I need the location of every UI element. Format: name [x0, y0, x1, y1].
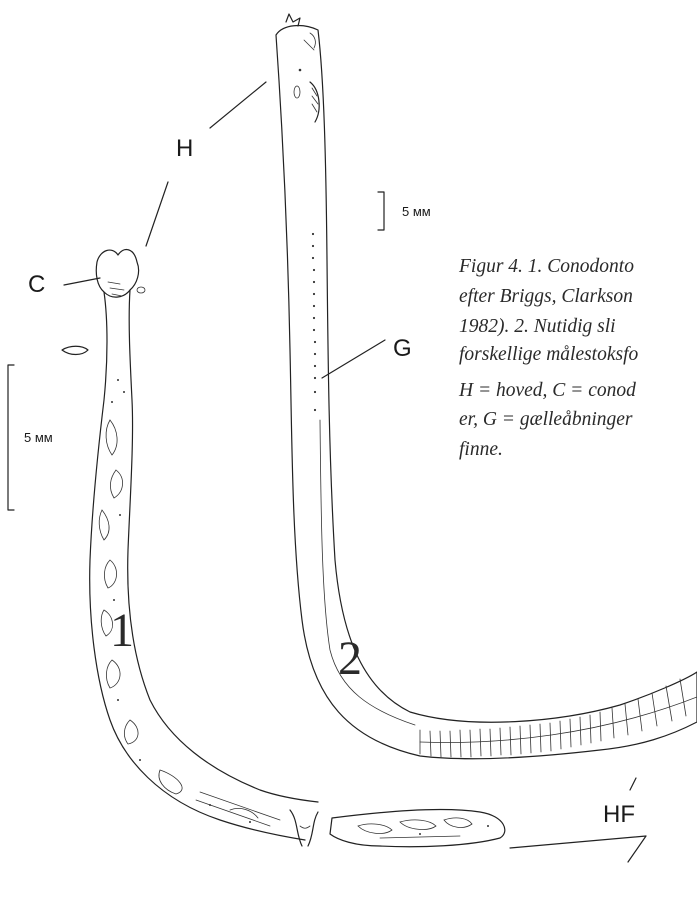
scale-label-2: 5 мм: [402, 204, 431, 219]
figure-caption: Figur 4. 1. Conodonto efter Briggs, Clar…: [458, 256, 639, 460]
label-conodont: C: [28, 271, 45, 298]
hagfish-gill-slit-front: [310, 82, 319, 122]
hagfish-gill-openings: [312, 233, 316, 411]
scale-bar-2: [378, 192, 384, 230]
conodont-body-left-edge: [90, 292, 305, 840]
conodont-texture: [99, 379, 280, 826]
caption-line-1: Figur 4. 1. Conodonto: [458, 256, 634, 277]
caption-line-3: 1982). 2. Nutidig sli: [459, 316, 616, 337]
caption-line-2: efter Briggs, Clarkson: [459, 286, 633, 307]
caption-line-7: finne.: [459, 439, 503, 460]
leader-head-to-conodont: [146, 182, 168, 246]
leader-lines: [64, 82, 646, 862]
scale-label-1: 5 мм: [24, 430, 53, 445]
label-specimen-2: 2: [338, 632, 362, 685]
leader-conodont-elements: [64, 278, 100, 285]
label-specimen-1: 1: [110, 604, 134, 657]
scale-bar-1: [8, 365, 14, 510]
conodont-fragment: [62, 346, 88, 354]
hagfish-eye: [294, 86, 300, 98]
leader-tail-fin-conodont: [510, 836, 646, 862]
conodont-body-right-edge: [128, 290, 318, 802]
conodont-tail-fragment: [330, 810, 505, 847]
caption-line-4: forskellige målestoksfo: [459, 344, 639, 365]
conodont-head: [96, 250, 138, 298]
conodont-elements: [108, 282, 124, 296]
leader-gills: [322, 340, 385, 378]
label-tail-fin: HF: [603, 801, 635, 828]
leader-head-to-hagfish: [210, 82, 266, 128]
leader-tail-fin: [630, 778, 636, 790]
conodont-tail-texture: [358, 818, 489, 838]
label-head: H: [176, 135, 193, 162]
caption-line-6: er, G = gælleåbninger: [459, 409, 633, 430]
label-gills: G: [393, 335, 412, 362]
caption-line-5: H = hoved, C = conod: [458, 380, 636, 401]
